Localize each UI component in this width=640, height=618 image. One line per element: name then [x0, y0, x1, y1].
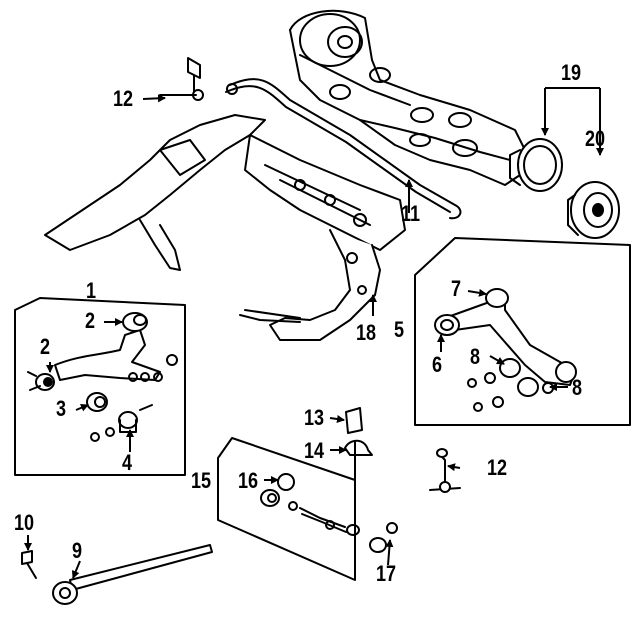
stabilizer-bushing-13 — [345, 407, 363, 434]
callout-8-lower: 8 — [572, 375, 583, 400]
bushing-bracket-14 — [344, 439, 373, 456]
callout-14: 14 — [304, 438, 325, 463]
callout-17: 17 — [376, 561, 397, 586]
callout-16: 16 — [238, 468, 259, 493]
callout-11: 11 — [401, 201, 421, 226]
callout-12-upper: 12 — [113, 86, 134, 111]
callout-2-upper-arm-bushing: 2 — [85, 308, 96, 333]
differential-mount — [289, 9, 526, 186]
callout-4: 4 — [122, 450, 133, 475]
callout-12-lower: 12 — [487, 455, 508, 480]
callout-19: 19 — [561, 60, 582, 85]
rear-subframe — [44, 114, 406, 341]
lower-control-arm — [434, 288, 577, 412]
callout-15: 15 — [191, 468, 212, 493]
upper-control-arm — [27, 312, 178, 391]
differential-bushing-20 — [567, 181, 620, 239]
trailing-arm — [52, 544, 213, 605]
callout-9: 9 — [72, 538, 83, 563]
callout-leaders — [24, 87, 604, 579]
callout-7: 7 — [451, 276, 462, 301]
stabilizer-link-lower — [429, 448, 461, 493]
bolt-10 — [21, 550, 37, 579]
callout-13: 13 — [304, 405, 325, 430]
toe-link-kit-box — [217, 437, 356, 581]
callout-10: 10 — [14, 510, 35, 535]
differential-bushing-19 — [509, 138, 563, 192]
upper-arm-kit-box — [14, 297, 186, 476]
callout-5: 5 — [394, 317, 405, 342]
stabilizer-bar — [159, 57, 462, 220]
bushing-3 — [86, 392, 108, 412]
callout-18: 18 — [356, 320, 377, 345]
callout-2-inner-bushing: 2 — [40, 334, 51, 359]
callout-3: 3 — [56, 396, 67, 421]
callout-20: 20 — [585, 126, 606, 151]
lower-arm-kit-box — [414, 237, 631, 426]
toe-control-rod — [260, 473, 398, 553]
callout-8-upper: 8 — [470, 344, 481, 369]
callout-6: 6 — [432, 352, 443, 377]
callout-1: 1 — [86, 278, 97, 303]
